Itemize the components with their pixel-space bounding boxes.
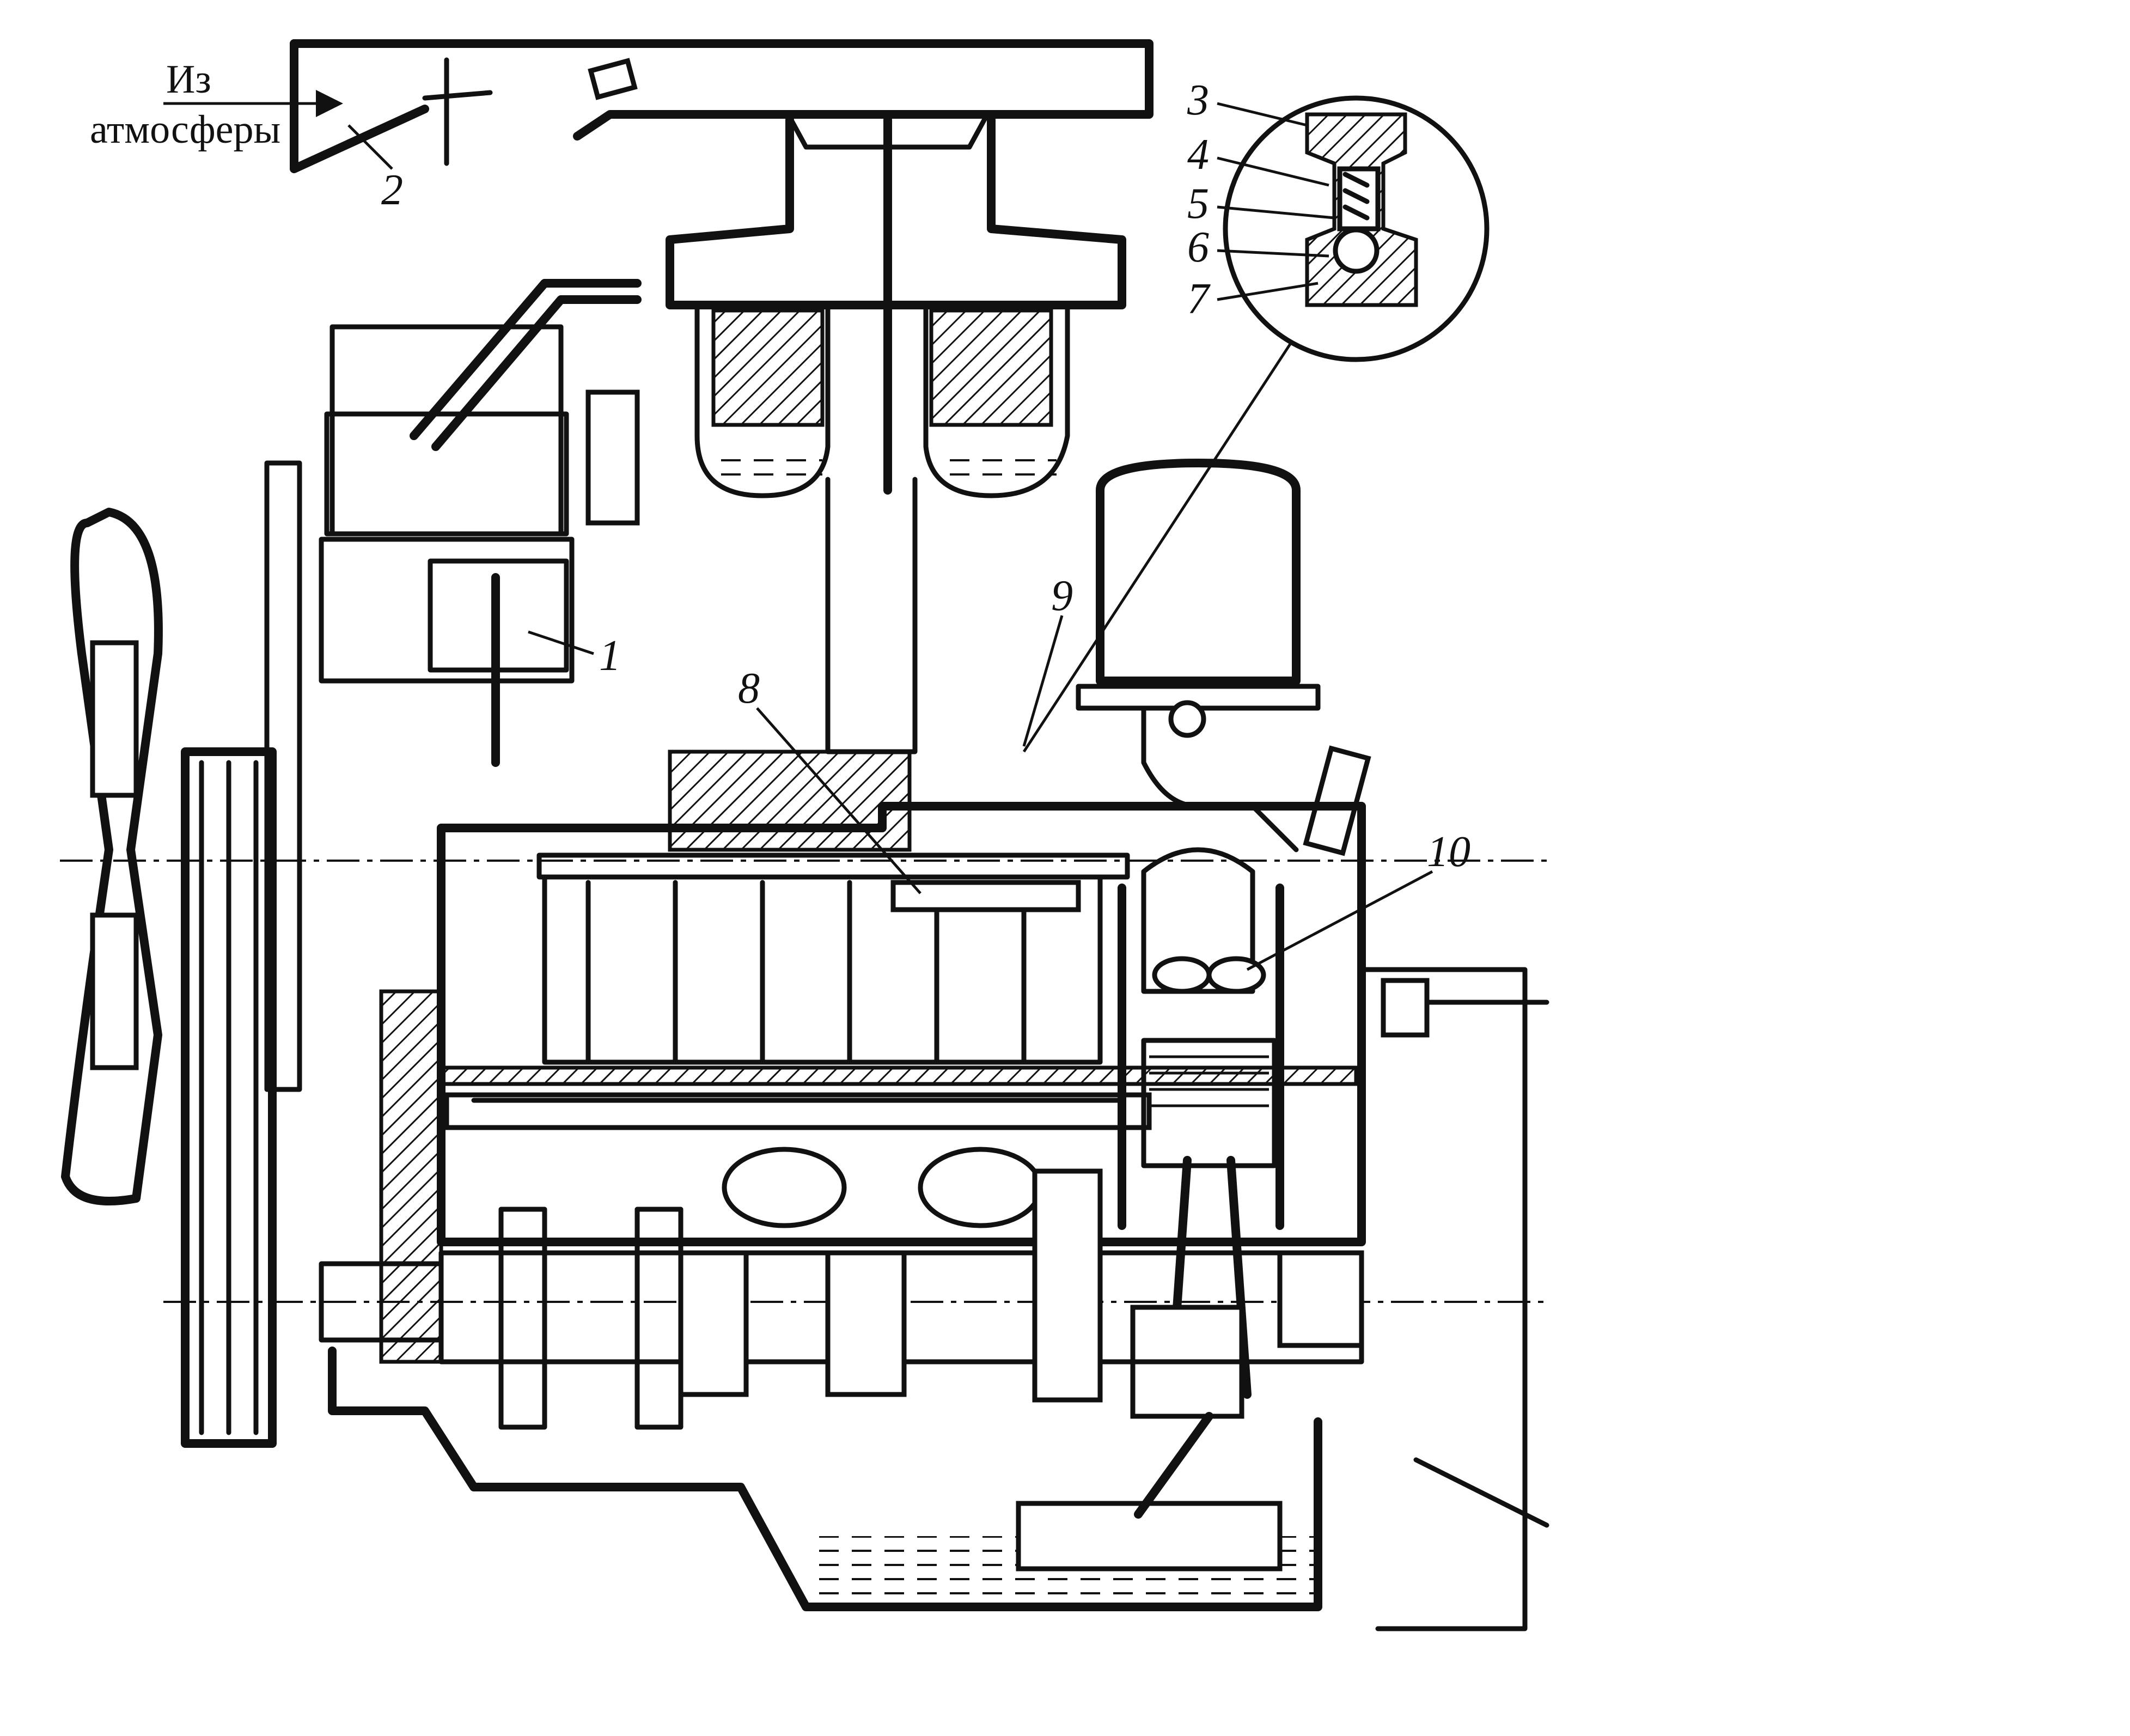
- callout-1: 1: [599, 632, 621, 680]
- compressor-assembly: [319, 279, 642, 767]
- callout-9: 9: [1051, 572, 1073, 620]
- fan-and-pulleys: [60, 460, 1547, 1448]
- callout-5: 5: [1187, 180, 1209, 228]
- oil-filter: [1076, 459, 1371, 856]
- callout-10: 10: [1427, 828, 1470, 876]
- callout-3: 3: [1187, 76, 1209, 124]
- callouts: 1 2 3 4 5 6 7 8 9 10: [347, 76, 1470, 971]
- caption-line-2: атмосферы: [90, 107, 280, 152]
- transmission-housing: [1359, 967, 1549, 1631]
- oil-sump: [328, 1347, 1322, 1611]
- crankshaft: [319, 989, 1364, 1430]
- engine-block: [437, 750, 1366, 1246]
- intake-duct: [163, 39, 1154, 173]
- callout-8: 8: [738, 665, 760, 712]
- cylinder-piston: [1118, 847, 1284, 1419]
- callout-6: 6: [1187, 223, 1209, 271]
- callout-4: 4: [1187, 131, 1209, 179]
- callout-2: 2: [381, 166, 403, 214]
- air-filter: [666, 115, 1126, 754]
- valve-detail-view: [1022, 95, 1490, 753]
- callout-7: 7: [1187, 275, 1211, 323]
- caption-line-1: Из: [166, 57, 211, 102]
